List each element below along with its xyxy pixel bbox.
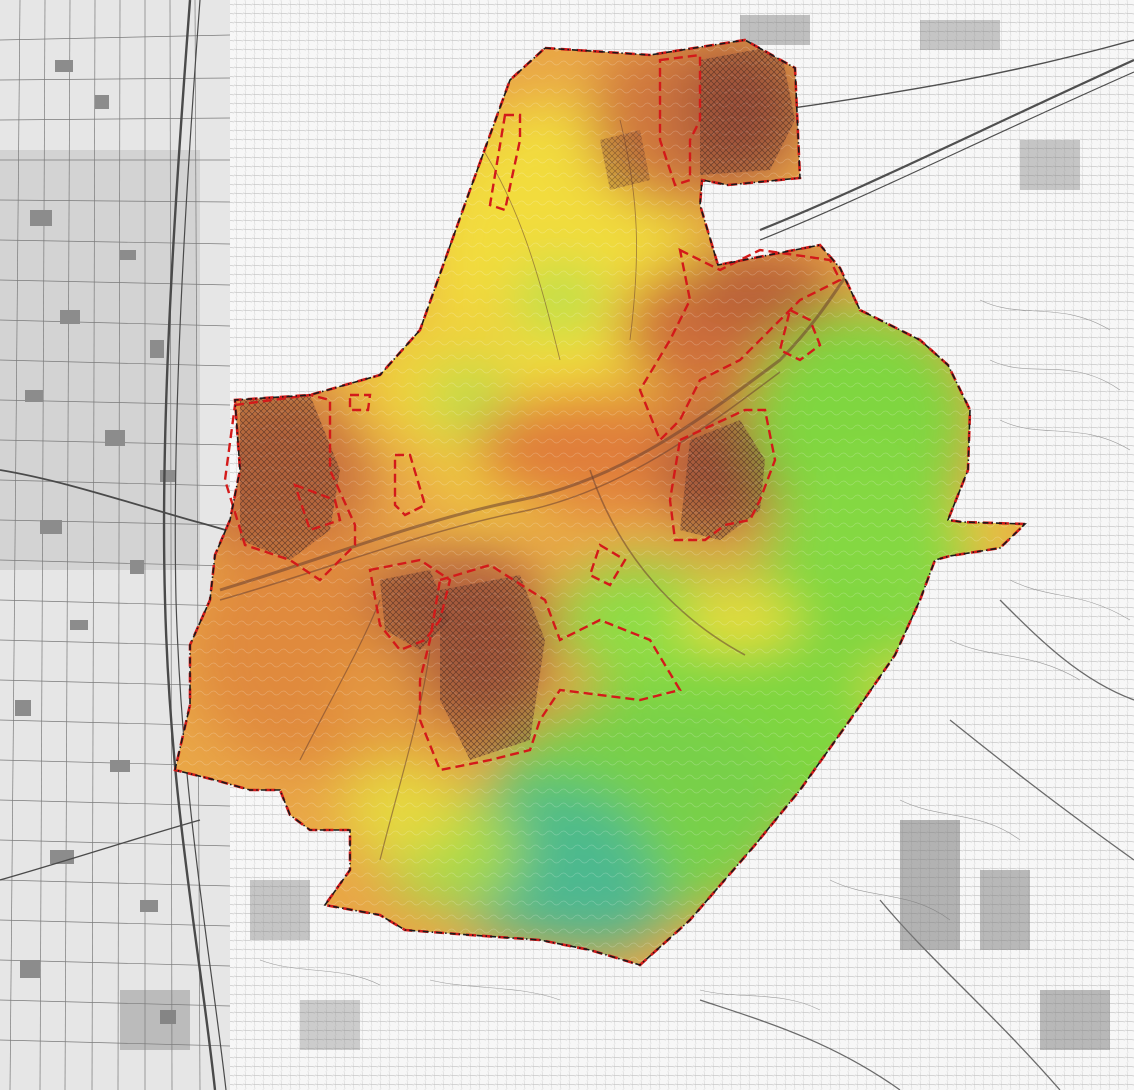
subzone-mid-west <box>293 482 342 532</box>
road-network-east <box>699 599 1134 1090</box>
subzone-east-urban <box>668 408 777 542</box>
urban-area-west <box>0 0 231 1090</box>
subzone-north-east <box>658 53 702 187</box>
subzone-corridor-north <box>638 247 842 443</box>
subzone-north-strip <box>488 113 522 212</box>
subzone-south-urban <box>418 563 682 772</box>
road-corridor-west <box>0 0 301 1090</box>
subzone-central-small <box>393 453 427 517</box>
subzone-west-urban <box>223 393 357 582</box>
subzone-junction <box>588 543 627 587</box>
subzone-south-west <box>368 558 452 652</box>
settlement-blocks <box>120 15 1110 1050</box>
subzone-corridor-east <box>778 308 822 362</box>
rail-corridor-northeast <box>759 39 1134 241</box>
subzone-boundaries <box>223 53 842 772</box>
contour-lines <box>259 299 1131 1011</box>
subzone-west-strip <box>348 393 372 412</box>
internal-roads <box>219 119 852 861</box>
study-area-boundary <box>173 38 1029 967</box>
